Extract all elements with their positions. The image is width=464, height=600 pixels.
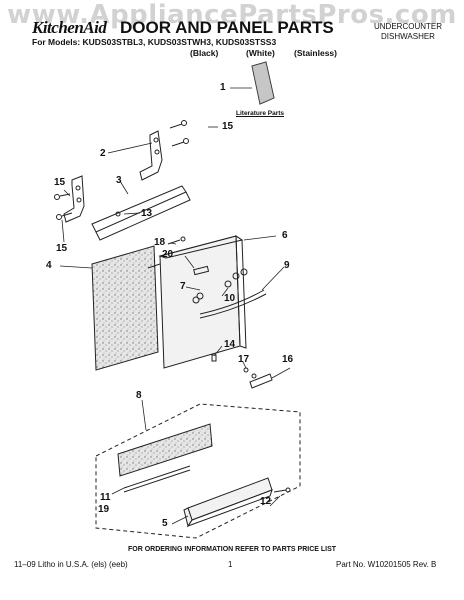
ordering-note: FOR ORDERING INFORMATION REFER TO PARTS … (127, 546, 337, 553)
variant-black: (Black) (190, 48, 219, 58)
panel-bracket (249, 373, 273, 389)
callout-2: 2 (100, 148, 106, 159)
callout-18: 18 (154, 237, 166, 248)
callout-14: 14 (224, 339, 236, 350)
callout-11: 11 (100, 492, 111, 503)
callout-leaders (59, 126, 291, 525)
callout-15: 15 (222, 121, 234, 132)
strip (123, 465, 191, 493)
callout-3: 3 (116, 175, 122, 186)
category-line-2: DISHWASHER (381, 32, 435, 41)
callout-12: 12 (260, 496, 272, 507)
callout-16: 16 (282, 354, 294, 365)
variant-white: (White) (246, 48, 275, 58)
models-line: For Models: KUDS03STBL3, KUDS03STWH3, KU… (32, 37, 277, 47)
brand-logo: KitchenAid (32, 18, 107, 37)
callout-5: 5 (162, 518, 168, 529)
hinge-bracket-lower (63, 175, 85, 223)
bracket-screws (243, 367, 257, 379)
callout-8: 8 (136, 390, 142, 401)
callout-6: 6 (282, 230, 288, 241)
literature-booklet (251, 61, 275, 105)
toe-panel-screw (273, 487, 291, 493)
variant-stainless: (Stainless) (294, 48, 337, 58)
callout-19: 19 (98, 504, 110, 515)
category-line-1: UNDERCOUNTER (374, 22, 442, 31)
toe-panel (183, 477, 273, 528)
outer-door-panel (158, 235, 247, 369)
page-title: DOOR AND PANEL PARTS (120, 18, 334, 37)
door-channel (91, 185, 191, 241)
callout-4: 4 (46, 260, 52, 271)
watermark: www.AppliancePartsPros.com (7, 0, 457, 30)
inner-door-panel (91, 245, 159, 371)
callout-15: 15 (54, 177, 66, 188)
callout-20: 20 (162, 249, 174, 260)
hinge-screws (54, 120, 189, 220)
callout-10: 10 (224, 293, 236, 304)
callout-15: 15 (56, 243, 68, 254)
product-category: UNDERCOUNTER DISHWASHER (368, 22, 448, 42)
toe-panel-insulation (117, 423, 213, 477)
litho-line: 11–09 Litho in U.S.A. (els) (eeb) (14, 560, 128, 569)
callout-13: 13 (141, 208, 153, 219)
callout-1: 1 (220, 82, 226, 93)
handle-fasteners (196, 268, 248, 300)
hinge-bracket-upper (139, 130, 163, 181)
page-number: 1 (228, 560, 233, 569)
callout-17: 17 (238, 354, 250, 365)
callout-7: 7 (180, 281, 186, 292)
door-handle (199, 289, 267, 319)
part-number: Part No. W10201505 Rev. B (336, 560, 437, 569)
callout-9: 9 (284, 260, 290, 271)
literature-parts-label: Literature Parts (236, 110, 285, 117)
